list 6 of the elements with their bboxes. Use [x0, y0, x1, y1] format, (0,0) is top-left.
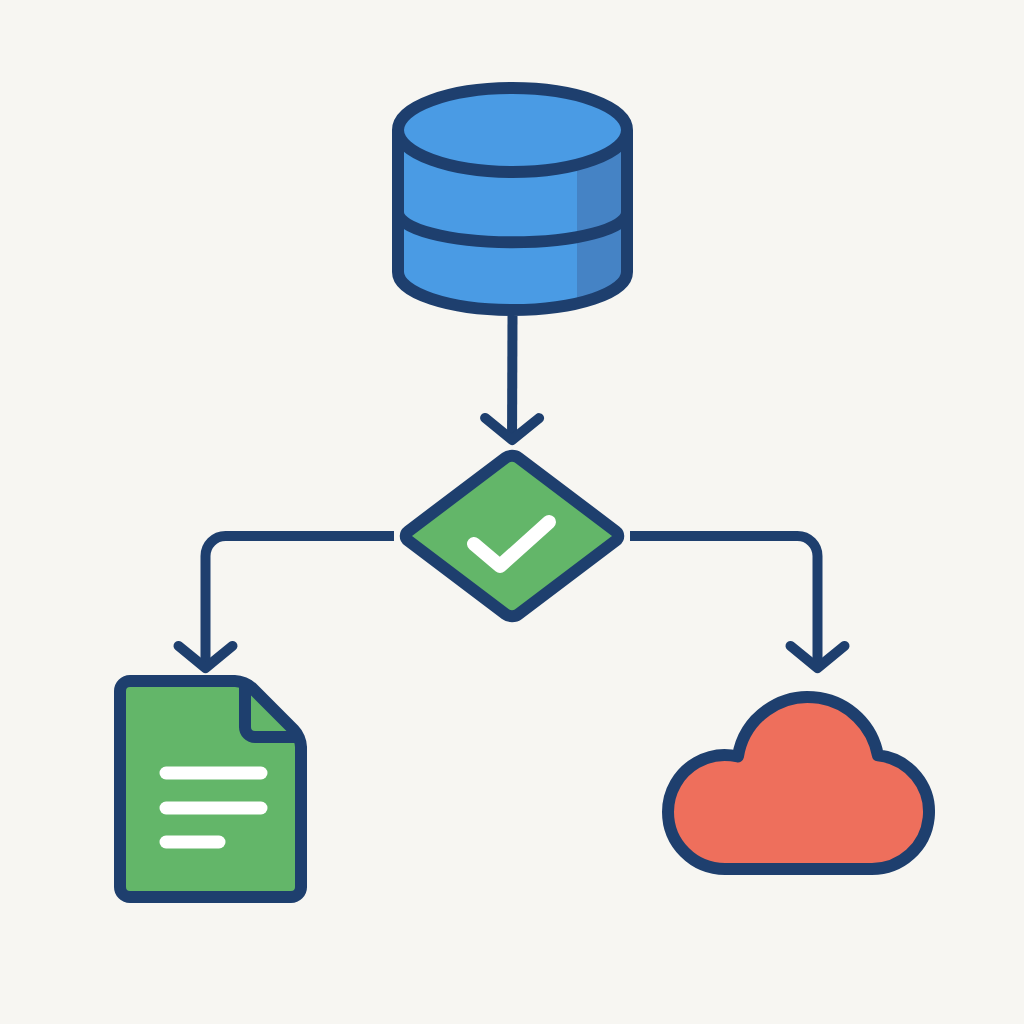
cloud-shape [662, 691, 935, 875]
document-page [114, 675, 307, 903]
arrow [630, 531, 850, 673]
arrow [480, 315, 545, 445]
database-cylinder [392, 82, 633, 316]
arrow [173, 531, 394, 673]
